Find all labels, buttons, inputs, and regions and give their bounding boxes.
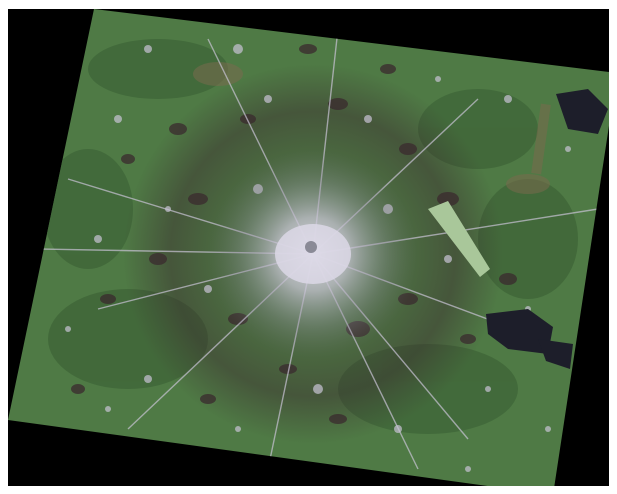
pale-green-field — [428, 201, 490, 277]
satellite-scene — [8, 9, 609, 486]
water-bodies — [486, 89, 608, 369]
image-frame — [8, 9, 609, 486]
central-roundabout — [305, 241, 317, 253]
city-core — [275, 224, 351, 284]
soil-fields — [193, 62, 551, 194]
